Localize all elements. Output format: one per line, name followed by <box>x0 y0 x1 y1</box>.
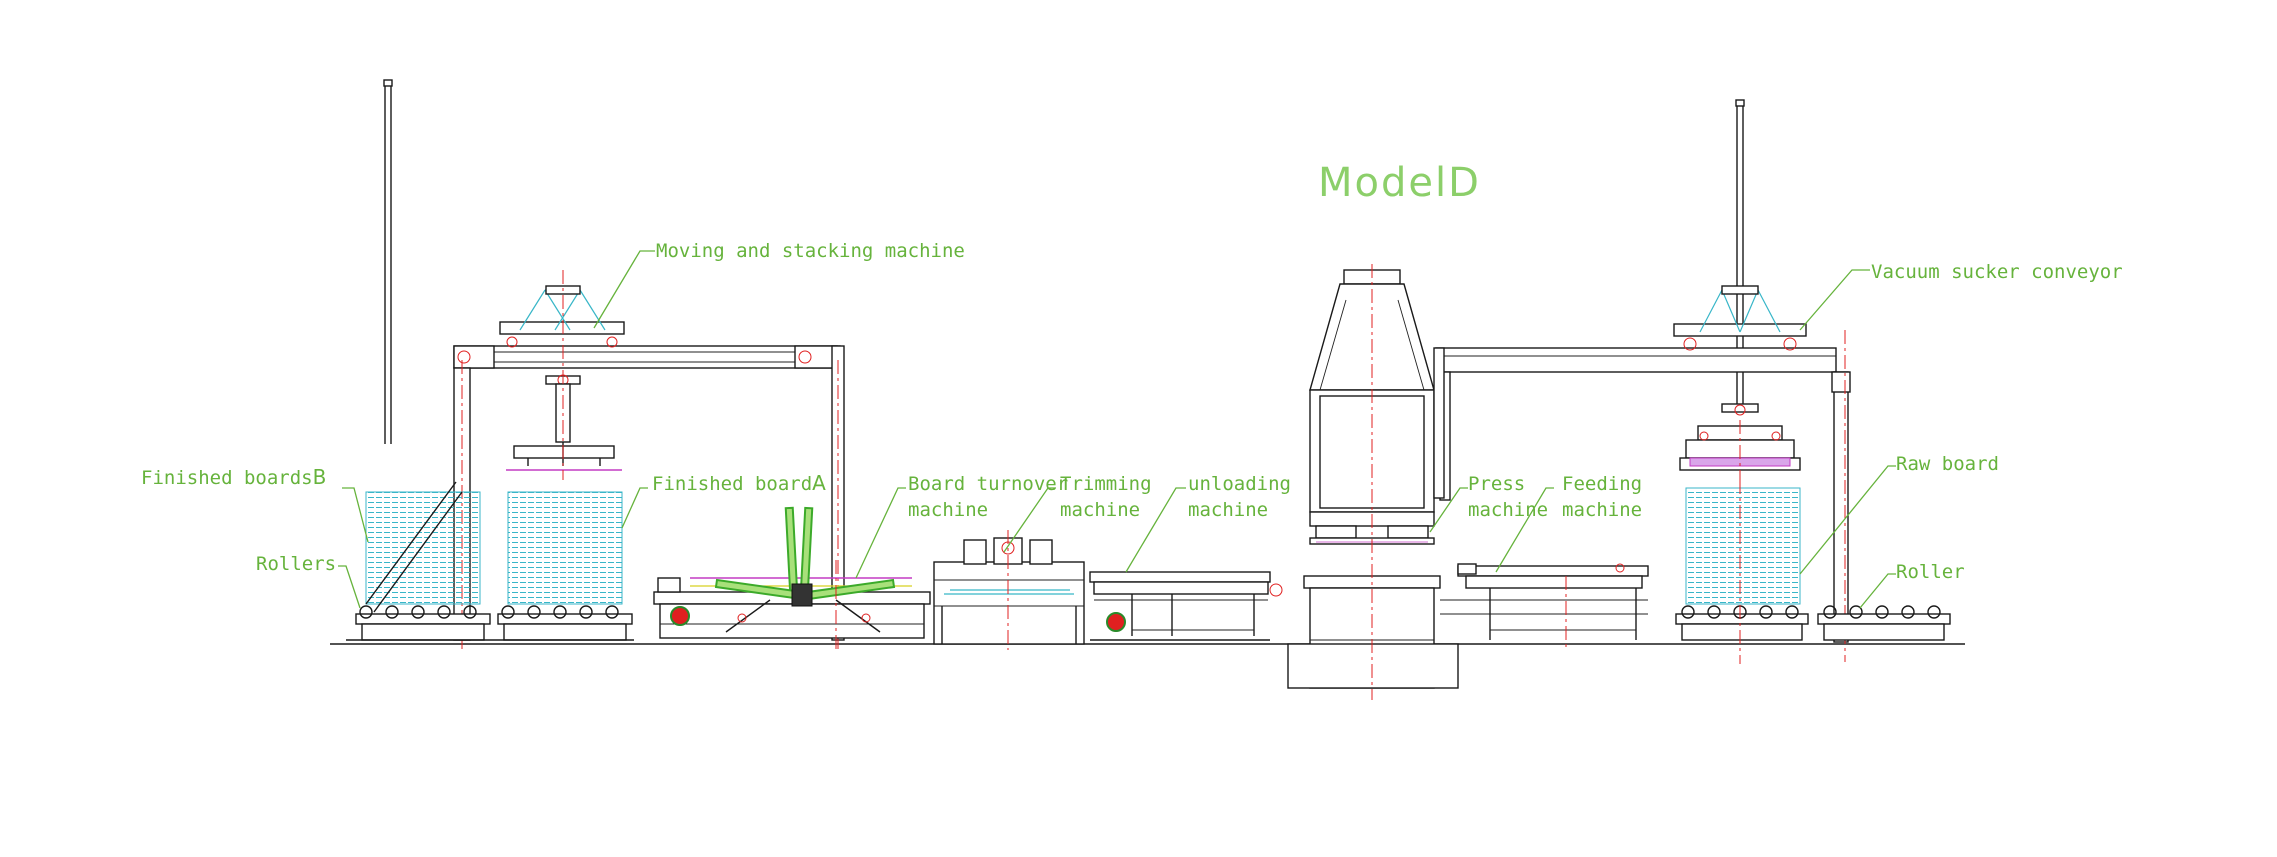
board-turnover-machine <box>653 506 931 650</box>
leader-lines <box>338 250 1896 609</box>
moving-stacking-machine <box>383 79 845 652</box>
label-rollers: Rollers <box>256 553 336 575</box>
trimming-machine <box>933 530 1085 650</box>
vacuum-sucker-conveyor <box>1435 99 1851 662</box>
right-roller-conveyors <box>1675 480 1951 664</box>
label-trimming-line2: machine <box>1060 499 1140 521</box>
label-press-line2: machine <box>1468 499 1548 521</box>
unloading-machine <box>1089 571 1283 641</box>
finished-board-a-stack <box>507 491 623 605</box>
label-press-line1: Press <box>1468 473 1525 495</box>
raw-board-stack <box>1685 487 1801 605</box>
label-raw-board: Raw board <box>1896 453 1999 475</box>
label-vacuum-sucker-conveyor: Vacuum sucker conveyor <box>1871 261 2123 283</box>
label-unloading-line1: unloading <box>1188 473 1291 495</box>
label-board-turnover-line1: Board turnover <box>908 473 1068 495</box>
label-roller: Roller <box>1896 561 1965 583</box>
left-roller-conveyors <box>346 605 634 641</box>
label-board-turnover-line2: machine <box>908 499 988 521</box>
label-feeding-line1: Feeding <box>1562 473 1642 495</box>
label-trimming-line1: Trimming <box>1060 473 1152 495</box>
drawing-title: ModelD <box>1318 160 1481 206</box>
finished-boards-b-stack <box>365 491 481 605</box>
feeding-machine <box>1440 563 1649 648</box>
label-finished-board-a: Finished boardA <box>652 471 826 495</box>
label-feeding-line2: machine <box>1562 499 1642 521</box>
label-moving-stacking-machine: Moving and stacking machine <box>656 240 965 262</box>
label-unloading-line2: machine <box>1188 499 1268 521</box>
label-finished-boards-b: Finished boardsB <box>141 465 326 489</box>
press-machine <box>1287 264 1459 700</box>
labels: Moving and stacking machine Vacuum sucke… <box>141 240 2123 583</box>
